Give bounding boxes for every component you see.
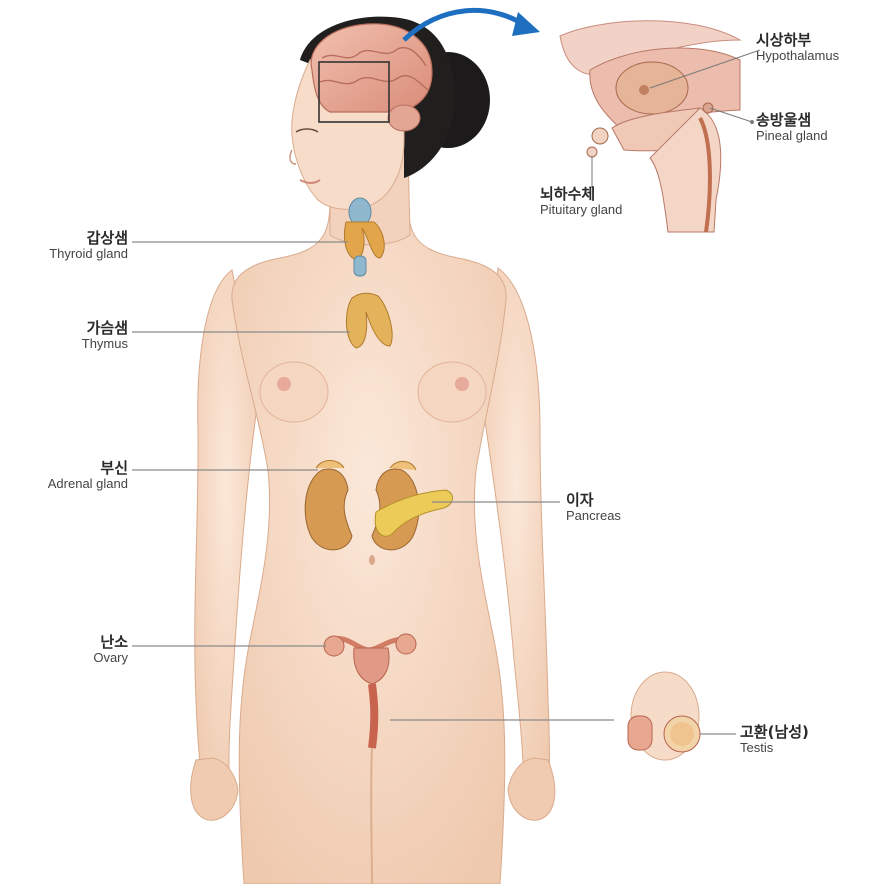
label-thymus: 가슴샘 Thymus	[82, 320, 128, 352]
label-thyroid-en: Thyroid gland	[49, 247, 128, 262]
label-pancreas: 이자 Pancreas	[566, 492, 621, 524]
label-pituitary-ko: 뇌하수체	[540, 186, 622, 203]
label-pineal: 송방울샘 Pineal gland	[756, 112, 828, 144]
label-ovary-en: Ovary	[93, 651, 128, 666]
label-pituitary: 뇌하수체 Pituitary gland	[540, 186, 622, 218]
label-thyroid-ko: 갑상샘	[49, 230, 128, 247]
label-adrenal: 부신 Adrenal gland	[48, 460, 128, 492]
brain	[311, 24, 432, 112]
label-adrenal-en: Adrenal gland	[48, 477, 128, 492]
label-testis: 고환(남성) Testis	[740, 724, 809, 756]
label-hypothalamus-en: Hypothalamus	[756, 49, 839, 64]
left-hand	[191, 758, 238, 820]
label-pancreas-en: Pancreas	[566, 509, 621, 524]
head	[290, 17, 490, 210]
testis-organ	[628, 672, 700, 760]
label-pineal-ko: 송방울샘	[756, 112, 828, 129]
label-hypothalamus-ko: 시상하부	[756, 32, 839, 49]
label-pituitary-en: Pituitary gland	[540, 203, 622, 218]
label-thymus-en: Thymus	[82, 337, 128, 352]
label-thymus-ko: 가슴샘	[82, 320, 128, 337]
label-ovary-ko: 난소	[93, 634, 128, 651]
label-thyroid: 갑상샘 Thyroid gland	[49, 230, 128, 262]
label-testis-ko: 고환(남성)	[740, 724, 809, 741]
female-body	[191, 150, 555, 884]
label-adrenal-ko: 부신	[48, 460, 128, 477]
label-pineal-en: Pineal gland	[756, 129, 828, 144]
label-pancreas-ko: 이자	[566, 492, 621, 509]
label-hypothalamus: 시상하부 Hypothalamus	[756, 32, 839, 64]
right-hand	[508, 758, 555, 820]
label-testis-en: Testis	[740, 741, 809, 756]
label-ovary: 난소 Ovary	[93, 634, 128, 666]
